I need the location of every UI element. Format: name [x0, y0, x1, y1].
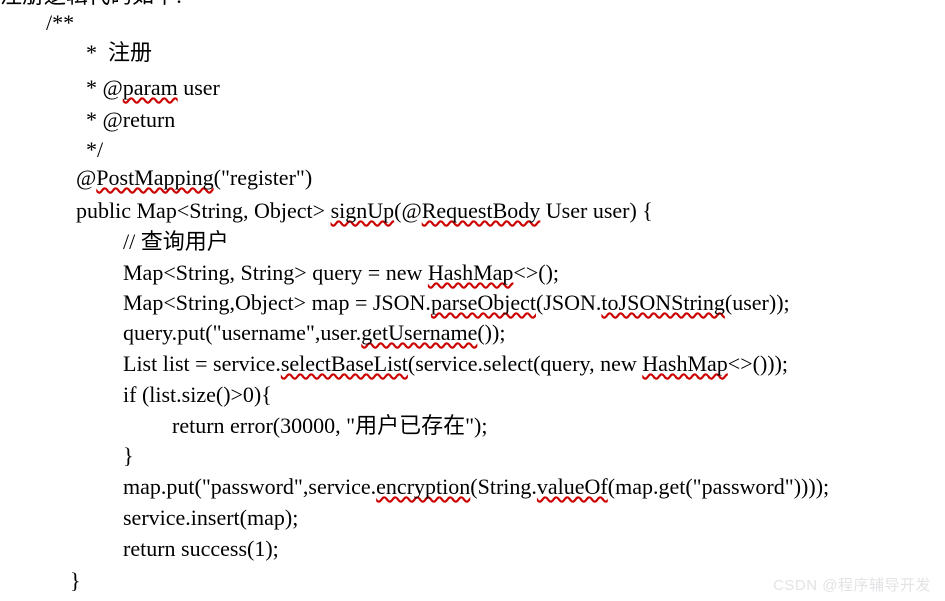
spellcheck-underlined-token: HashMap: [642, 351, 728, 376]
spellcheck-underlined-token: selectBaseList: [280, 351, 408, 376]
code-line: // 查询用户: [123, 229, 229, 254]
code-line: }: [70, 568, 81, 593]
code-line: * 注册: [86, 40, 153, 65]
spellcheck-underlined-token: valueOf: [536, 474, 608, 499]
spellcheck-underlined-token: PostMapping: [96, 165, 214, 190]
code-line: @PostMapping("register"): [76, 165, 313, 190]
spellcheck-underlined-token: encryption: [376, 474, 471, 499]
code-line: query.put("username",user.getUsername())…: [123, 320, 506, 345]
spellcheck-underlined-token: HashMap: [427, 260, 514, 285]
spellcheck-underlined-token: toJSONString: [601, 290, 725, 315]
spellcheck-underlined-token: signUp: [330, 198, 395, 223]
code-line: public Map<String, Object> signUp(@Reque…: [76, 198, 653, 223]
code-line: /**: [46, 10, 75, 35]
code-line: */: [86, 137, 104, 162]
code-line: }: [123, 443, 134, 468]
clipped-top-text-line: 注册逻辑代码如下:: [0, 0, 945, 7]
spellcheck-underlined-token: param: [122, 75, 178, 100]
code-line: Map<String,Object> map = JSON.parseObjec…: [123, 290, 790, 315]
code-line: Map<String, String> query = new HashMap<…: [123, 260, 560, 285]
clipped-top-text: 注册逻辑代码如下:: [0, 0, 945, 7]
spellcheck-underlined-token: RequestBody: [421, 198, 541, 223]
code-line: service.insert(map);: [123, 505, 299, 530]
code-line: if (list.size()>0){: [123, 382, 272, 407]
code-line: * @return: [86, 107, 176, 132]
csdn-watermark: CSDN @程序辅导开发: [773, 577, 931, 594]
code-line: List list = service.selectBaseList(servi…: [123, 351, 789, 376]
spellcheck-underlined-token: parseObject: [430, 290, 536, 315]
code-line: return error(30000, "用户已存在");: [172, 413, 488, 438]
code-line: * @param user: [86, 75, 220, 100]
code-line: return success(1);: [123, 536, 279, 561]
code-line: map.put("password",service.encryption(St…: [123, 474, 830, 499]
spellcheck-underlined-token: getUsername: [361, 320, 478, 345]
